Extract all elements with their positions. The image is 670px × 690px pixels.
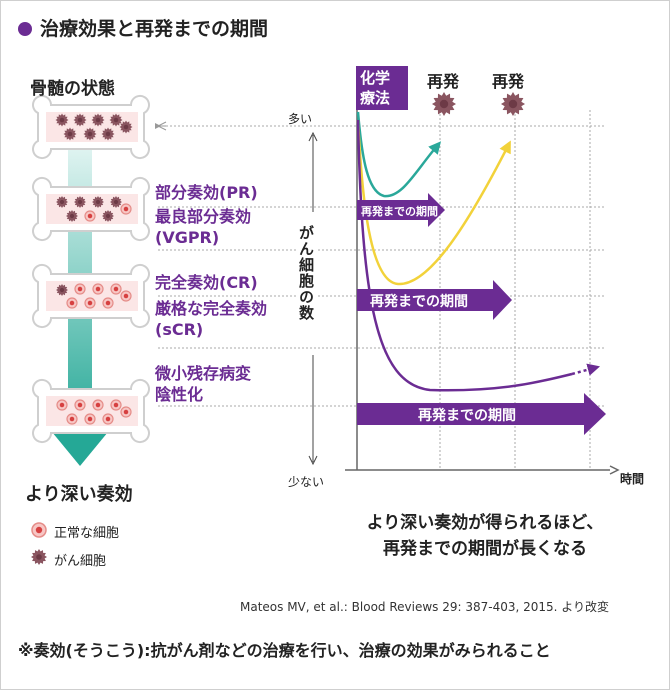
normal-cell-icon [110,399,122,411]
cancer-cell-icon [74,196,86,208]
relapse-period-bar-3: 再発までの期間 [357,393,606,435]
cancer-cell-icon [56,196,68,208]
normal-cell-icon [92,399,104,411]
relapse-label-2: 再発 [492,72,525,91]
curve-complete-response [356,119,511,286]
normal-cell-icon [92,283,104,295]
x-axis-label: 時間 [620,472,645,486]
cancer-cell-icon [55,113,69,127]
stage-mrd-label-2: 陰性化 [155,385,204,404]
stage-vgpr-label: 最良部分奏効 [155,207,252,226]
relapse-period-bar-2: 再発までの期間 [357,280,512,320]
curve-partial-response [356,111,442,198]
relapse-icons [432,92,525,116]
normal-cell-icon [66,413,78,425]
y-axis-top-label: 多い [288,112,313,126]
cancer-cell-icon [119,120,133,134]
cancer-cell-icon [110,196,122,208]
bar-3-label: 再発までの期間 [418,407,516,424]
relapse-label-1: 再発 [427,72,460,91]
relapse-cancer-icon [501,92,525,116]
normal-cell-icon [74,283,86,295]
chemo-line-1: 化学 [360,69,391,87]
relapse-cancer-icon [432,92,456,116]
cancer-cell-icon [109,113,123,127]
bone-marrow-heading: 骨髄の状態 [30,79,115,99]
cancer-cell-icon [63,127,77,141]
source-citation: Mateos MV, et al.: Blood Reviews 29: 387… [240,600,610,614]
normal-cell-icon [84,413,96,425]
legend-normal-cell-icon [31,522,47,538]
title-text: 治療効果と再発までの期間 [40,18,269,40]
normal-cell-icon [84,210,96,222]
marrow-cells [55,113,133,425]
cancer-cell-icon [92,196,104,208]
figure-title: 治療効果と再発までの期間 [18,14,268,41]
normal-cell-icon [56,399,68,411]
normal-cell-icon [120,406,132,418]
chemotherapy-label: 化学 療法 [356,66,408,110]
stage-scr-label: 厳格な完全奏効 [155,299,268,318]
y-axis-bottom-label: 少ない [288,475,325,489]
curve-mrd-negative [356,119,573,392]
stage-mrd-negative: 微小残存病変 陰性化 [155,363,251,405]
cancer-cell-icon [83,127,97,141]
legend-normal-label: 正常な細胞 [54,526,120,541]
cancer-cell-icon [66,210,78,222]
legend-cancer-label: がん細胞 [54,554,107,569]
bar-1-label: 再発までの期間 [361,204,438,218]
stage-complete-response: 完全奏効(CR) 厳格な完全奏効 (sCR) [155,272,267,340]
y-axis-label: がん細胞の数 [296,222,317,324]
normal-cell-icon [74,399,86,411]
normal-cell-icon [66,297,78,309]
normal-cell-icon [120,203,132,215]
cancer-cell-icon [31,549,47,565]
summary-line-2: 再発までの期間が長くなる [383,539,587,559]
cancer-cell-icon [102,210,114,222]
normal-cell-icon [102,413,114,425]
relapse-period-bar-1: 再発までの期間 [357,193,445,227]
normal-cell-icon [84,297,96,309]
bone-mrd-negative [32,378,150,444]
footnote: ※奏効(そうこう):抗がん剤などの治療を行い、治療の効果がみられること [18,641,551,660]
cancer-cell-icon [56,284,68,296]
stage-scr-abbr: (sCR) [155,320,204,339]
cancer-cell-icon [101,127,115,141]
stage-partial-response: 部分奏効(PR) 最良部分奏効 (VGPR) [155,182,258,248]
stage-cr-label: 完全奏効(CR) [155,273,258,292]
stage-mrd-label: 微小残存病変 [155,364,252,383]
title-bullet-icon [18,22,32,36]
deeper-response-label: より深い奏効 [25,484,133,505]
legend-cancer-cell-icon [31,549,47,565]
stage-pr-label: 部分奏効(PR) [155,183,258,202]
summary-line-1: より深い奏効が得られるほど、 [366,513,604,533]
normal-cell-icon [120,290,132,302]
stage-vgpr-abbr: (VGPR) [155,228,220,247]
normal-cell-icon [110,283,122,295]
summary-text: より深い奏効が得られるほど、 再発までの期間が長くなる [300,510,670,562]
curve-mrd-negative-dotted [571,363,601,376]
bar-2-label: 再発までの期間 [370,293,468,310]
chemo-line-2: 療法 [360,89,391,107]
cancer-cell-icon [91,113,105,127]
cancer-cell-icon [73,113,87,127]
normal-cell-icon [102,297,114,309]
